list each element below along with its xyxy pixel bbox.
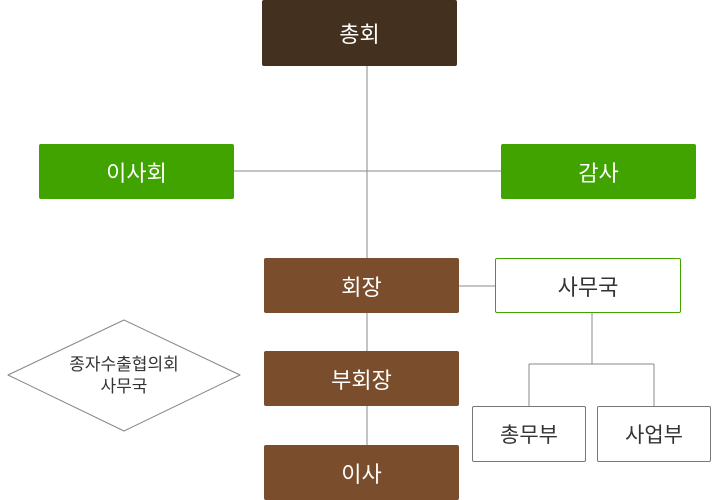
vice-chairman-box: 부회장 — [264, 351, 459, 406]
general-assembly-box: 총회 — [262, 0, 457, 66]
chairman-label: 회장 — [341, 275, 382, 301]
board-of-directors-box: 이사회 — [39, 144, 234, 199]
general-assembly-label: 총회 — [339, 23, 380, 48]
secretariat-box: 사무국 — [495, 258, 681, 313]
business-dept-label: 사업부 — [625, 423, 683, 447]
chairman-box: 회장 — [264, 258, 459, 313]
council-secretariat-line2: 사무국 — [100, 377, 148, 397]
board-of-directors-label: 이사회 — [106, 161, 167, 187]
audit-label: 감사 — [578, 161, 619, 187]
business-dept-box: 사업부 — [597, 406, 711, 462]
vice-chairman-label: 부회장 — [331, 368, 392, 394]
audit-box: 감사 — [501, 144, 696, 199]
secretariat-label: 사무국 — [557, 275, 619, 301]
director-box: 이사 — [264, 445, 459, 500]
director-label: 이사 — [341, 462, 382, 488]
council-secretariat-line1: 종자수출협의회 — [69, 355, 179, 375]
council-secretariat-diamond — [7, 319, 241, 432]
general-affairs-label: 총무부 — [500, 423, 558, 447]
council-secretariat-label: 종자수출협의회 사무국 — [44, 354, 204, 398]
general-affairs-box: 총무부 — [472, 406, 586, 462]
